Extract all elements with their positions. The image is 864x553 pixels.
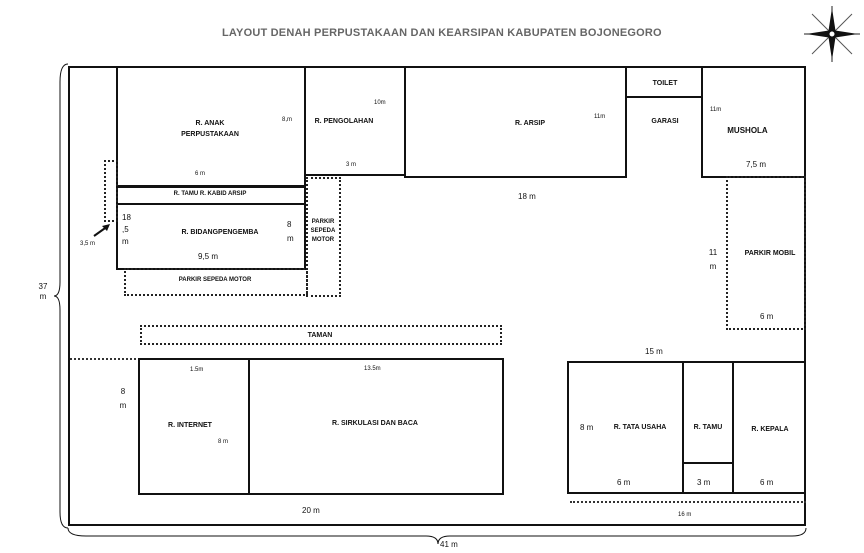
room-kepala-label: R. KEPALA	[751, 426, 789, 433]
room-mushola	[701, 66, 806, 178]
parkir-sepeda-vertical-label: PARKIR SEPEDA MOTOR	[310, 219, 336, 243]
dim-11-parkir: 11 m	[708, 248, 718, 271]
parkir-mobil	[726, 176, 806, 330]
room-tamu-kabid-label: R. TAMU R. KABID ARSIP	[173, 191, 247, 197]
dim-11-arsip: 11m	[594, 114, 606, 120]
dim-3-tamu: 3 m	[697, 478, 711, 487]
dim-15: 15 m	[645, 347, 663, 356]
room-anak-label: R. ANAK PERPUSTAKAAN	[181, 120, 239, 138]
room-internet-label: R. INTERNET	[168, 422, 212, 429]
parkir-sepeda-horizontal-label: PARKIR SEPEDA MOTOR	[178, 277, 252, 283]
dim-6-mobil: 6 m	[760, 312, 774, 321]
room-sirkulasi	[248, 358, 504, 495]
room-toilet-label: TOILET	[652, 80, 678, 87]
room-tata-usaha-label: R. TATA USAHA	[613, 424, 667, 431]
brace-bottom	[67, 527, 807, 545]
room-arsip-label: R. ARSIP	[514, 120, 546, 127]
dim-6-tata-usaha: 6 m	[617, 478, 631, 487]
dim-8-internet: 8 m	[218, 439, 229, 445]
dim-16: 16 m	[678, 512, 692, 518]
dim-6-anak: 6 m	[195, 171, 206, 177]
entry-dotted-box	[104, 160, 118, 222]
brace-left	[53, 63, 69, 529]
dim-11-mushola: 11m	[710, 107, 722, 113]
dim-13-5: 13.5m	[364, 366, 381, 372]
room-arsip	[404, 66, 627, 178]
bottom-right-dotted	[570, 501, 806, 503]
room-kepala	[732, 361, 806, 494]
room-tamu	[682, 361, 734, 464]
room-tata-usaha	[567, 361, 684, 494]
parkir-sepeda-horizontal	[124, 268, 308, 296]
dim-18: 18 m	[518, 192, 536, 201]
garasi-wall	[625, 96, 627, 178]
dim-8-tata-usaha: 8 m	[580, 423, 594, 432]
lower-left-divider	[70, 358, 140, 360]
arrow-icon	[93, 224, 110, 237]
dim-37: 37 m	[38, 282, 48, 301]
dim-8-left: 8 m	[119, 387, 127, 410]
room-mushola-label: MUSHOLA	[727, 126, 768, 135]
room-pengolahan-label: R. PENGOLAHAN	[314, 118, 374, 125]
dim-6-kepala: 6 m	[760, 478, 774, 487]
room-internet	[138, 358, 250, 495]
parkir-sepeda-vertical	[306, 177, 341, 297]
parkir-mobil-label: PARKIR MOBIL	[744, 250, 796, 257]
dim-8-bidang: 8 m	[287, 220, 294, 243]
dim-1-5: 1.5m	[190, 367, 204, 373]
room-sirkulasi-label: R. SIRKULASI DAN BACA	[332, 420, 418, 427]
dim-3-pengolahan: 3 m	[346, 162, 357, 168]
dim-18-5: 18 ,5 m	[122, 213, 131, 246]
dim-8-anak: 8,m	[282, 117, 293, 123]
room-toilet	[625, 66, 703, 98]
taman-label: TAMAN	[307, 332, 333, 339]
compass-icon	[804, 6, 860, 62]
dim-7-5: 7,5 m	[746, 160, 767, 169]
garasi-label: GARASI	[651, 118, 679, 125]
dim-20: 20 m	[302, 506, 320, 515]
dim-41: 41 m	[440, 540, 458, 549]
plan-title: LAYOUT DENAH PERPUSTAKAAN DAN KEARSIPAN …	[222, 27, 662, 39]
room-tamu-bottom	[682, 462, 734, 494]
dim-3-5: 3,5 m	[80, 241, 96, 247]
dim-10-pengolahan: 10m	[374, 100, 386, 106]
dim-9-5: 9,5 m	[198, 252, 219, 261]
room-tamu-label: R. TAMU	[693, 424, 723, 431]
taman-area	[140, 325, 502, 345]
room-bidang-label: R. BIDANGPENGEMBA	[181, 229, 259, 236]
